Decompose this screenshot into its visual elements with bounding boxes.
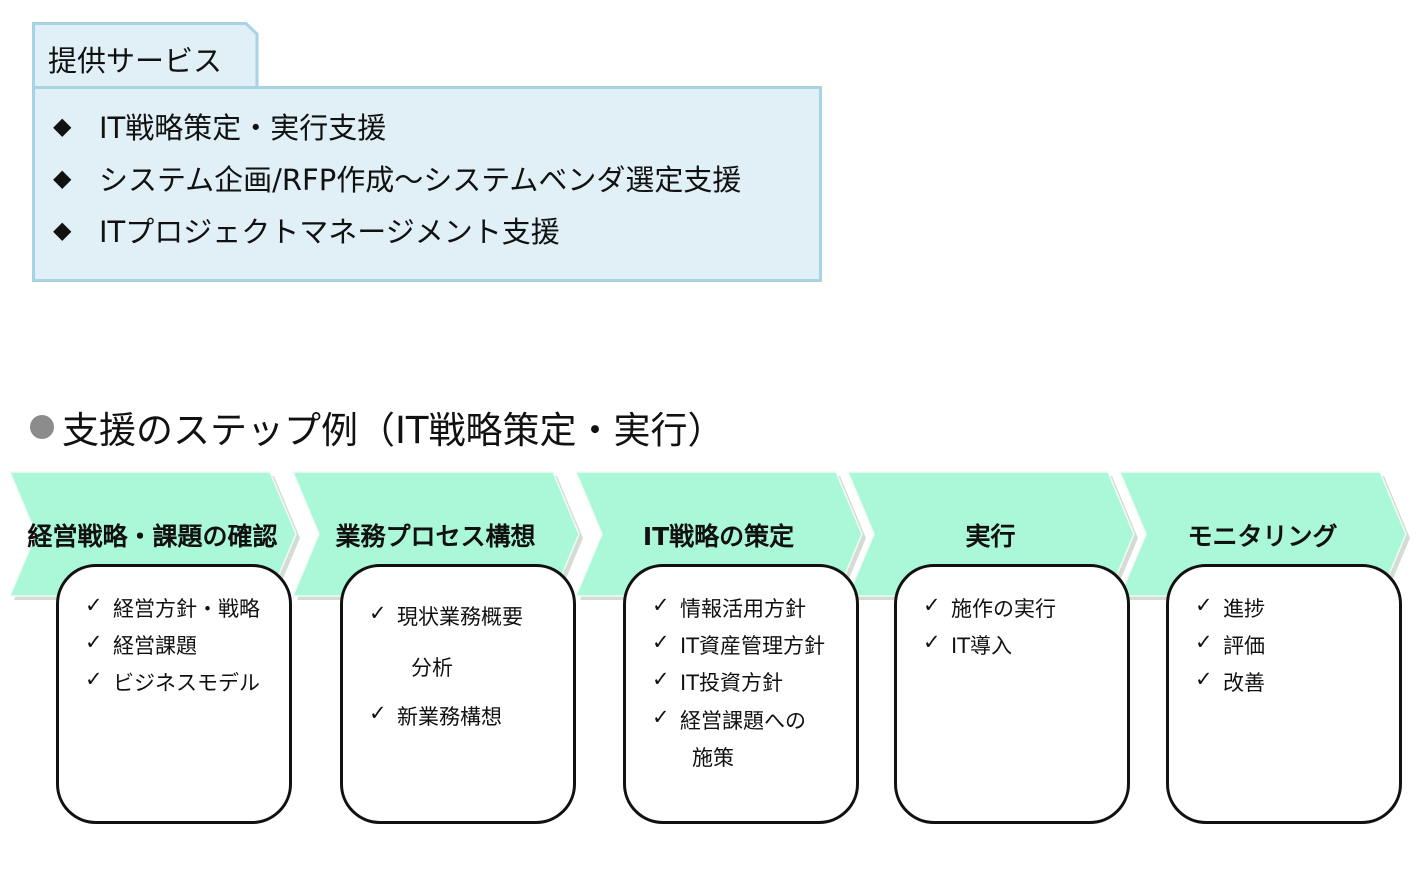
diamond-bullet-icon: ◆	[53, 164, 72, 192]
services-box: ◆ IT戦略策定・実行支援 ◆ システム企画/RFP作成～システムベンダ選定支援…	[32, 86, 822, 282]
detail-item-label: 現状業務概要	[397, 605, 523, 629]
detail-item: ✓ 経営課題への	[652, 705, 806, 735]
steps-heading-label: 支援のステップ例（IT戦略策定・実行）	[62, 409, 725, 452]
step-detail-box: ✓ 情報活用方針 ✓ IT資産管理方針 ✓ IT投資方針 ✓ 経営課題への 施策	[623, 564, 859, 824]
detail-item: ✓ 情報活用方針	[652, 593, 806, 623]
step-detail-box: ✓ 施作の実行 ✓ IT導入	[894, 564, 1130, 824]
detail-item: ✓ 新業務構想	[369, 701, 502, 731]
detail-item-label: 経営方針・戦略	[113, 597, 260, 621]
step-title: 業務プロセス構想	[335, 522, 536, 551]
check-icon: ✓	[923, 593, 941, 617]
detail-item-continuation: 施策	[692, 746, 734, 770]
check-icon: ✓	[652, 667, 670, 691]
services-tab: 提供サービス	[32, 22, 259, 88]
service-item: ◆ システム企画/RFP作成～システムベンダ選定支援	[53, 157, 741, 199]
detail-item: ✓ ビジネスモデル	[85, 667, 260, 697]
detail-item: ✓ 施作の実行	[923, 593, 1056, 623]
step-title: IT戦略の策定	[642, 522, 795, 551]
detail-item-label: 新業務構想	[397, 705, 502, 729]
diamond-bullet-icon: ◆	[53, 112, 72, 140]
step-title: 実行	[965, 522, 1016, 551]
detail-item-label: 進捗	[1223, 597, 1265, 621]
step-detail-box: ✓ 進捗 ✓ 評価 ✓ 改善	[1166, 564, 1402, 824]
detail-item: ✓ 進捗	[1195, 593, 1265, 623]
steps-heading: 支援のステップ例（IT戦略策定・実行）	[30, 400, 725, 454]
detail-item: ✓ 現状業務概要	[369, 601, 523, 631]
check-icon: ✓	[1195, 667, 1213, 691]
detail-item-label: IT投資方針	[680, 671, 784, 695]
detail-item: ✓ 経営課題	[85, 630, 197, 660]
bullet-dot-icon	[30, 415, 54, 439]
step-detail-box: ✓ 経営方針・戦略 ✓ 経営課題 ✓ ビジネスモデル	[56, 564, 292, 824]
check-icon: ✓	[369, 601, 387, 625]
check-icon: ✓	[369, 701, 387, 725]
detail-item: ✓ IT導入	[923, 630, 1012, 660]
check-icon: ✓	[85, 630, 103, 654]
detail-item-label: IT資産管理方針	[680, 634, 826, 658]
diamond-bullet-icon: ◆	[53, 216, 72, 244]
detail-item-label: 改善	[1223, 671, 1265, 695]
check-icon: ✓	[85, 667, 103, 691]
check-icon: ✓	[652, 630, 670, 654]
step-detail-box: ✓ 現状業務概要 分析 ✓ 新業務構想	[340, 564, 576, 824]
service-item-label: ITプロジェクトマネージメント支援	[99, 215, 560, 249]
detail-item: ✓ 評価	[1195, 630, 1265, 660]
check-icon: ✓	[652, 593, 670, 617]
detail-item-label: 施作の実行	[951, 597, 1056, 621]
step-title: モニタリング	[1187, 522, 1338, 551]
check-icon: ✓	[85, 593, 103, 617]
detail-item-label: IT導入	[951, 634, 1013, 658]
check-icon: ✓	[652, 705, 670, 729]
check-icon: ✓	[923, 630, 941, 654]
detail-item-label: 経営課題	[113, 634, 197, 658]
service-item-label: システム企画/RFP作成～システムベンダ選定支援	[99, 163, 742, 197]
detail-item: ✓ 改善	[1195, 667, 1265, 697]
services-tab-shape	[32, 22, 259, 88]
service-item: ◆ ITプロジェクトマネージメント支援	[53, 209, 560, 251]
detail-item-label: 経営課題への	[680, 709, 806, 733]
detail-item: ✓ IT資産管理方針	[652, 630, 825, 660]
check-icon: ✓	[1195, 630, 1213, 654]
services-tab-label: 提供サービス	[48, 44, 223, 78]
step-title: 経営戦略・課題の確認	[27, 522, 278, 551]
detail-item: ✓ 経営方針・戦略	[85, 593, 260, 623]
detail-item-label: ビジネスモデル	[113, 671, 260, 695]
detail-item-continuation: 分析	[411, 656, 453, 680]
detail-item-label: 評価	[1223, 634, 1265, 658]
service-item: ◆ IT戦略策定・実行支援	[53, 105, 386, 147]
detail-item: ✓ IT投資方針	[652, 667, 783, 697]
service-item-label: IT戦略策定・実行支援	[99, 111, 387, 145]
check-icon: ✓	[1195, 593, 1213, 617]
detail-item-label: 情報活用方針	[680, 597, 806, 621]
